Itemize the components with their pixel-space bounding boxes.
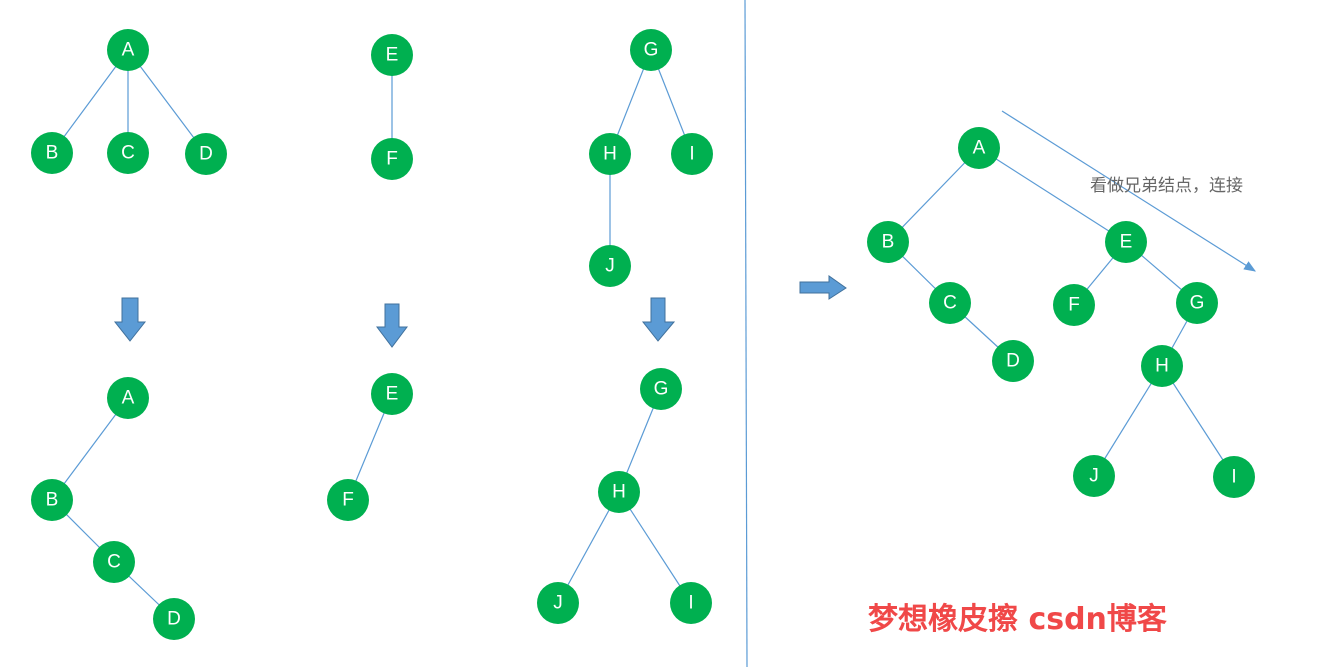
nodes: A B C D E F G H I J A B C D E F G H J I … xyxy=(31,29,1255,640)
watermark-text: 梦想橡皮擦 csdn博客 xyxy=(868,602,1167,637)
node-label: F xyxy=(342,490,354,511)
node-label: J xyxy=(605,256,615,277)
right-arrow-icon xyxy=(799,275,847,300)
edge-bin-a-b xyxy=(51,397,129,501)
edge-a-d xyxy=(127,49,207,155)
sibling-annotation: 看做兄弟结点，连接 xyxy=(1090,176,1243,196)
bin-node-e: E xyxy=(371,373,413,415)
node-label: D xyxy=(1006,351,1020,372)
node-label: H xyxy=(1155,356,1169,377)
merged-node-h: H xyxy=(1141,345,1183,387)
node-label: I xyxy=(1231,467,1236,488)
bin-node-f: F xyxy=(327,479,369,521)
bin-node-a: A xyxy=(107,377,149,419)
edge-merged-h-i xyxy=(1161,365,1235,478)
merged-node-c: C xyxy=(929,282,971,324)
node-label: D xyxy=(199,144,213,165)
bin-node-c: C xyxy=(93,541,135,583)
edge-merged-h-j xyxy=(1093,365,1163,477)
node-label: D xyxy=(167,609,181,630)
node-label: C xyxy=(121,143,135,164)
node-label: G xyxy=(1190,293,1205,314)
node-h: H xyxy=(589,133,631,175)
node-label: A xyxy=(122,40,135,61)
node-label: E xyxy=(1120,232,1133,253)
merged-node-b: B xyxy=(867,221,909,263)
node-label: J xyxy=(1089,466,1099,487)
node-f: F xyxy=(371,138,413,180)
bin-node-d: D xyxy=(153,598,195,640)
node-label: B xyxy=(46,143,59,164)
bin-node-b: B xyxy=(31,479,73,521)
node-label: E xyxy=(386,384,399,405)
bin-node-g: G xyxy=(640,368,682,410)
merged-node-g: G xyxy=(1176,282,1218,324)
down-arrow-icon xyxy=(376,303,408,348)
node-g: G xyxy=(630,29,672,71)
merged-node-a: A xyxy=(958,127,1000,169)
edge-a-b xyxy=(51,49,129,154)
edge-bin-h-i xyxy=(618,491,692,604)
node-d: D xyxy=(185,133,227,175)
merged-node-i: I xyxy=(1213,456,1255,498)
node-label: B xyxy=(882,232,895,253)
node-label: H xyxy=(603,144,617,165)
node-a: A xyxy=(107,29,149,71)
bin-node-j: J xyxy=(537,582,579,624)
merged-node-f: F xyxy=(1053,284,1095,326)
node-label: G xyxy=(654,379,669,400)
edge-merged-a-e xyxy=(978,147,1127,243)
node-label: F xyxy=(1068,295,1080,316)
node-label: I xyxy=(689,144,694,165)
node-i: I xyxy=(671,133,713,175)
transform-arrows xyxy=(113,275,847,348)
node-label: G xyxy=(644,40,659,61)
node-label: A xyxy=(122,388,135,409)
node-label: A xyxy=(973,138,986,159)
merged-node-d: D xyxy=(992,340,1034,382)
edge-merged-a-b xyxy=(887,147,980,243)
node-label: J xyxy=(553,593,563,614)
node-label: I xyxy=(688,593,693,614)
merged-node-j: J xyxy=(1073,455,1115,497)
edge-bin-h-j xyxy=(557,491,620,604)
bin-node-i: I xyxy=(670,582,712,624)
down-arrow-icon xyxy=(113,297,147,342)
node-label: E xyxy=(386,45,399,66)
node-c: C xyxy=(107,132,149,174)
node-label: H xyxy=(612,482,626,503)
node-label: C xyxy=(107,552,121,573)
sibling-link-arrow xyxy=(1001,110,1257,272)
node-label: F xyxy=(386,149,398,170)
node-e: E xyxy=(371,34,413,76)
node-b: B xyxy=(31,132,73,174)
divider-line xyxy=(744,0,748,667)
node-label: C xyxy=(943,293,957,314)
down-arrow-icon xyxy=(641,297,676,342)
bin-node-h: H xyxy=(598,471,640,513)
node-label: B xyxy=(46,490,59,511)
merged-node-e: E xyxy=(1105,221,1147,263)
node-j: J xyxy=(589,245,631,287)
